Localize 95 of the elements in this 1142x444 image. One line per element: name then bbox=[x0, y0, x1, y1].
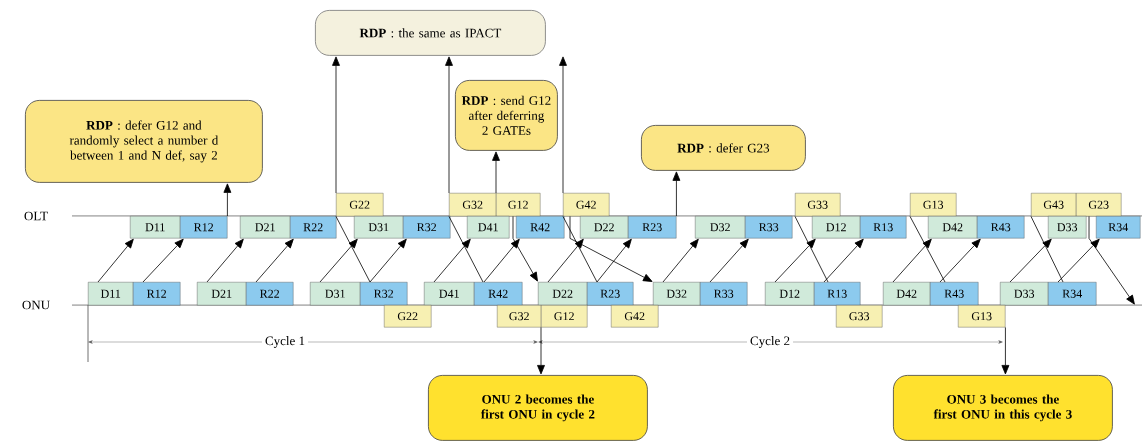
report-box: R43 bbox=[977, 216, 1025, 239]
data-box: D32 bbox=[653, 282, 701, 306]
callout-box: RDP : defer G23 bbox=[641, 125, 806, 171]
data-box: D11 bbox=[130, 216, 181, 239]
gate-box: G23 bbox=[1076, 193, 1122, 217]
arrow bbox=[369, 238, 407, 283]
gate-box: G33 bbox=[836, 305, 883, 328]
signal-line bbox=[448, 216, 484, 283]
arrow bbox=[319, 238, 358, 283]
gate-box: G13 bbox=[958, 305, 1006, 328]
data-box: D41 bbox=[467, 216, 510, 239]
gate-box: G43 bbox=[1031, 193, 1077, 217]
arrow bbox=[892, 238, 932, 283]
gate-box: G33 bbox=[795, 193, 841, 217]
report-box: R34 bbox=[1048, 282, 1097, 306]
data-box: D31 bbox=[310, 282, 361, 306]
dimension-label: Cycle 2 bbox=[747, 333, 794, 351]
arrow bbox=[142, 238, 184, 283]
axis-label: ONU bbox=[22, 300, 50, 310]
signal-line bbox=[909, 216, 946, 283]
leader-arrow bbox=[672, 171, 681, 217]
arrow bbox=[939, 238, 981, 283]
arrow bbox=[662, 238, 699, 283]
arrow bbox=[512, 216, 538, 282]
data-box: D42 bbox=[883, 282, 931, 306]
gate-box: G13 bbox=[910, 193, 957, 217]
data-box: D21 bbox=[197, 282, 247, 306]
report-box: R34 bbox=[1096, 216, 1141, 239]
leader-arrow bbox=[1001, 327, 1010, 375]
gate-box: G12 bbox=[541, 305, 588, 328]
leader-arrow bbox=[223, 183, 232, 217]
arrow bbox=[596, 238, 632, 283]
leader-arrow bbox=[332, 56, 340, 194]
report-box: R22 bbox=[290, 216, 337, 239]
gate-box: G32 bbox=[497, 305, 542, 328]
leader-arrow bbox=[445, 56, 453, 194]
report-box: R23 bbox=[628, 216, 677, 239]
callout-box: ONU 2 becomes the first ONU in cycle 2 bbox=[428, 375, 648, 441]
arrow bbox=[97, 238, 134, 283]
report-box: R33 bbox=[745, 216, 793, 239]
callout-box: ONU 3 becomes the first ONU in this cycle 3 bbox=[893, 375, 1113, 441]
arrow bbox=[1088, 216, 1135, 305]
arrow bbox=[255, 238, 294, 283]
data-box: D32 bbox=[695, 216, 746, 239]
arrow bbox=[547, 238, 584, 283]
callout-box: RDP : send G12 after deferring 2 GATEs bbox=[455, 80, 558, 151]
gate-box: G32 bbox=[449, 193, 497, 217]
arrow bbox=[1057, 238, 1100, 283]
report-box: R22 bbox=[246, 282, 294, 306]
report-box: R12 bbox=[133, 282, 181, 306]
signal-line bbox=[794, 216, 829, 283]
signal-line bbox=[1030, 216, 1064, 283]
gate-box: G22 bbox=[384, 305, 432, 328]
gate-box: G12 bbox=[496, 193, 541, 217]
data-box: D41 bbox=[424, 282, 475, 306]
axis-label: OLT bbox=[24, 211, 48, 221]
callout-box: RDP : the same as IPACT bbox=[315, 10, 546, 56]
arrow bbox=[1009, 238, 1052, 283]
arrow bbox=[709, 238, 749, 283]
leader-arrow bbox=[492, 151, 500, 194]
data-box: D42 bbox=[928, 216, 978, 239]
callout-box: RDP : defer G12 and randomly select a number d between 1 and N def, say 2 bbox=[25, 100, 263, 183]
report-box: R42 bbox=[516, 216, 565, 239]
data-box: D11 bbox=[88, 282, 134, 306]
data-box: D33 bbox=[1000, 282, 1049, 306]
arrow bbox=[483, 238, 520, 283]
report-box: R33 bbox=[700, 282, 748, 306]
signal-line bbox=[562, 216, 598, 283]
report-box: R23 bbox=[587, 282, 634, 306]
data-box: D33 bbox=[1048, 216, 1087, 239]
report-box: R13 bbox=[814, 282, 861, 306]
data-box: D12 bbox=[765, 282, 815, 306]
report-box: R43 bbox=[930, 282, 979, 306]
report-box: R42 bbox=[474, 282, 523, 306]
arrow bbox=[823, 238, 864, 283]
data-box: D22 bbox=[580, 216, 629, 239]
gate-box: G42 bbox=[563, 193, 610, 217]
leader-arrow bbox=[537, 327, 545, 375]
arrow bbox=[569, 216, 653, 282]
arrow bbox=[433, 238, 471, 283]
gate-box: G42 bbox=[611, 305, 659, 328]
report-box: R32 bbox=[403, 216, 451, 239]
data-box: D22 bbox=[538, 282, 588, 306]
data-box: D12 bbox=[812, 216, 861, 239]
dimension-label: Cycle 1 bbox=[261, 333, 309, 351]
report-box: R32 bbox=[360, 282, 408, 306]
data-box: D31 bbox=[354, 216, 404, 239]
gate-box: G22 bbox=[336, 193, 384, 217]
arrow bbox=[774, 238, 816, 283]
signal-line bbox=[335, 216, 371, 283]
report-box: R13 bbox=[860, 216, 907, 239]
arrow bbox=[206, 238, 244, 283]
data-box: D21 bbox=[240, 216, 291, 239]
report-box: R12 bbox=[180, 216, 228, 239]
leader-arrow bbox=[559, 56, 567, 194]
